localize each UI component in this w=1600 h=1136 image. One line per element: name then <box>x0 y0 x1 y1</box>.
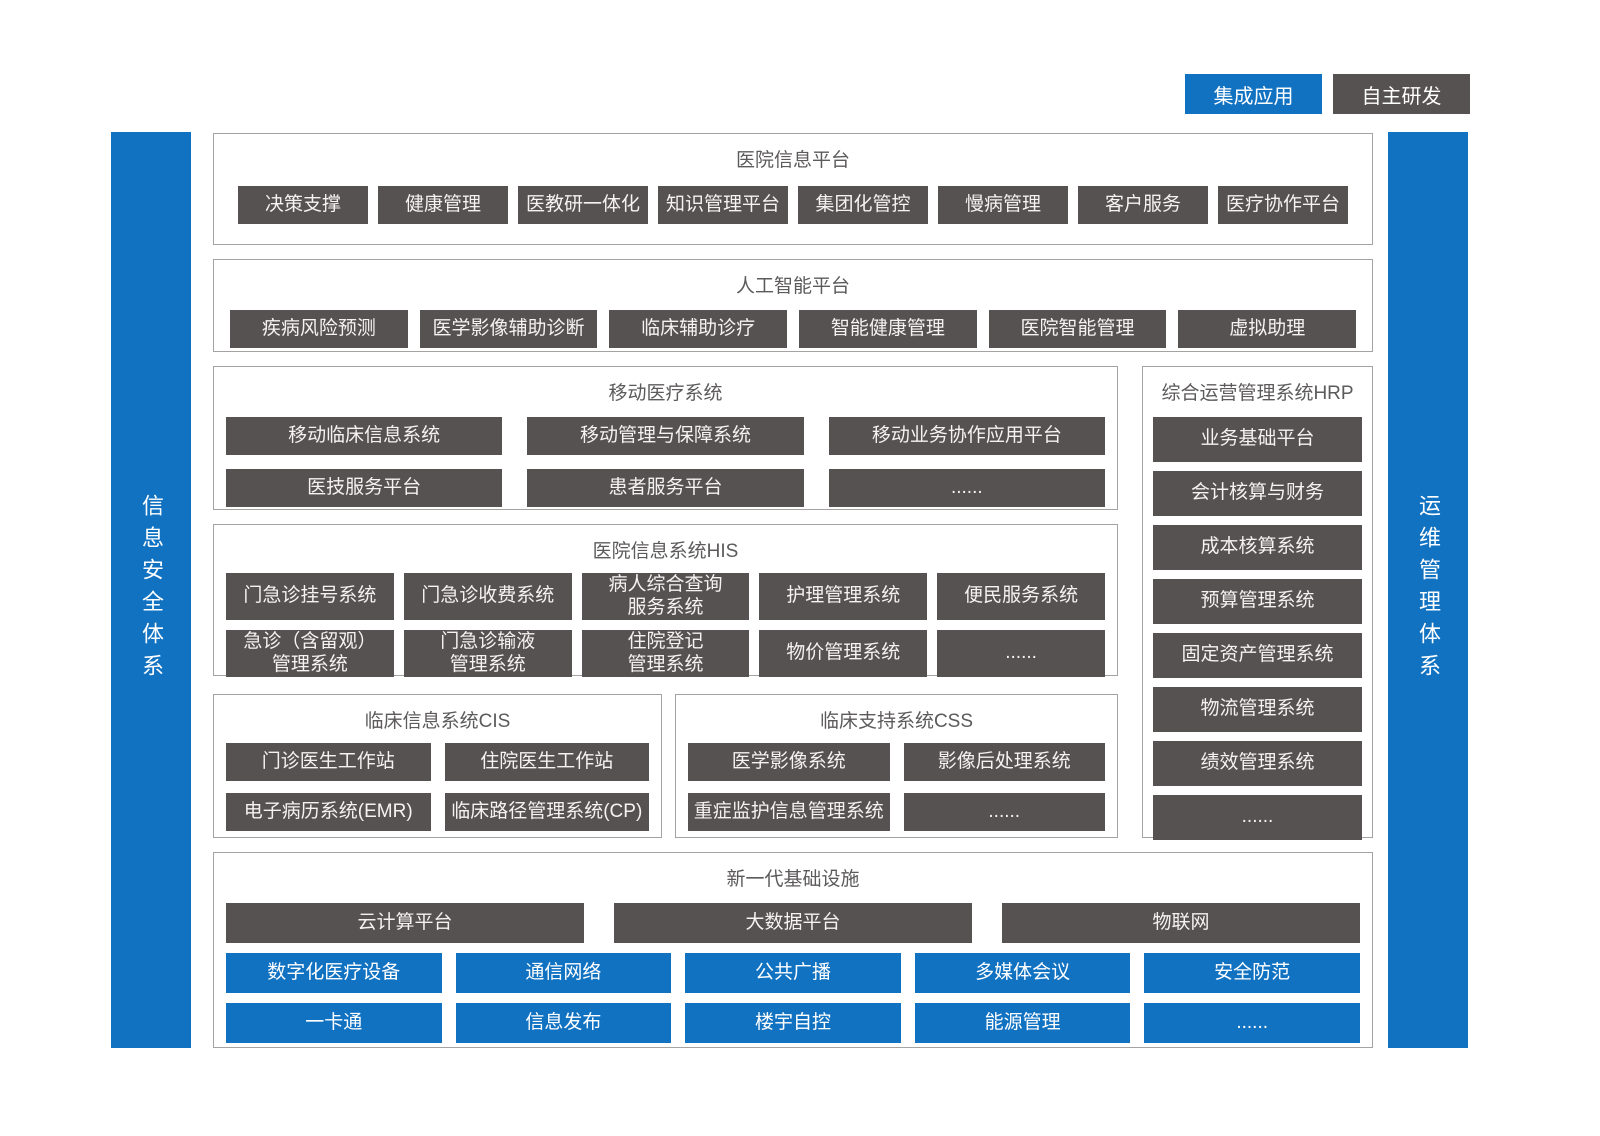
tile-big-data-platform: 大数据平台 <box>614 903 972 943</box>
section-his-title: 医院信息系统HIS <box>592 541 739 562</box>
tile-mobile-business-collaboration-platform: 移动业务协作应用平台 <box>828 417 1105 455</box>
tile-patient-service-platform: 患者服务平台 <box>527 469 804 507</box>
tile-ellipsis: ...... <box>937 630 1105 677</box>
tile-row: 云计算平台 大数据平台 物联网 <box>214 903 1372 943</box>
tile-row: 数字化医疗设备 通信网络 公共广播 多媒体会议 安全防范 <box>214 953 1372 993</box>
tile-group-control: 集团化管控 <box>798 186 928 224</box>
tile-column: 业务基础平台 会计核算与财务 成本核算系统 预算管理系统 固定资产管理系统 物流… <box>1143 417 1372 840</box>
tile-communication-network: 通信网络 <box>455 953 672 993</box>
section-cis: 临床信息系统CIS 门诊医生工作站 住院医生工作站 电子病历系统(EMR) 临床… <box>213 694 662 838</box>
tile-row: 重症监护信息管理系统 ...... <box>676 793 1117 831</box>
section-hospital-info-platform: 医院信息平台 决策支撑 健康管理 医教研一体化 知识管理平台 集团化管控 慢病管… <box>213 133 1373 245</box>
tile-outpatient-emergency-charging-system: 门急诊收费系统 <box>403 573 572 620</box>
tile-medical-imaging-assisted-diagnosis: 医学影像辅助诊断 <box>419 310 598 348</box>
tile-ellipsis: ...... <box>1144 1003 1360 1043</box>
section-mobile-medical: 移动医疗系统 移动临床信息系统 移动管理与保障系统 移动业务协作应用平台 医技服… <box>213 366 1118 510</box>
tile-budget-management-system: 预算管理系统 <box>1153 579 1362 624</box>
tile-ellipsis: ...... <box>903 793 1105 831</box>
tile-logistics-management-system: 物流管理系统 <box>1153 687 1362 732</box>
section-infrastructure-title: 新一代基础设施 <box>726 869 860 890</box>
tile-clinical-pathway-management-system: 临床路径管理系统(CP) <box>444 793 649 831</box>
tile-row: 移动临床信息系统 移动管理与保障系统 移动业务协作应用平台 <box>214 417 1117 455</box>
tile-mobile-clinical-info-system: 移动临床信息系统 <box>226 417 503 455</box>
tile-emergency-observation-management-system: 急诊（含留观） 管理系统 <box>226 630 394 677</box>
tile-nursing-management-system: 护理管理系统 <box>759 573 928 620</box>
section-css-title: 临床支持系统CSS <box>819 711 974 732</box>
tile-row: 医学影像系统 影像后处理系统 <box>676 743 1117 781</box>
tile-patient-comprehensive-query-service-system: 病人综合查询 服务系统 <box>581 573 750 620</box>
tile-row: 医技服务平台 患者服务平台 ...... <box>214 469 1117 507</box>
tile-cost-accounting-system: 成本核算系统 <box>1153 525 1362 570</box>
tile-chronic-disease-management: 慢病管理 <box>938 186 1068 224</box>
tile-inpatient-doctor-workstation: 住院医生工作站 <box>444 743 649 781</box>
tile-virtual-assistant: 虚拟助理 <box>1178 310 1357 348</box>
section-css: 临床支持系统CSS 医学影像系统 影像后处理系统 重症监护信息管理系统 ....… <box>675 694 1118 838</box>
tile-digital-medical-equipment: 数字化医疗设备 <box>226 953 442 993</box>
tile-row: 决策支撑 健康管理 医教研一体化 知识管理平台 集团化管控 慢病管理 客户服务 … <box>214 186 1372 224</box>
tile-decision-support: 决策支撑 <box>238 186 368 224</box>
section-hospital-info-platform-title: 医院信息平台 <box>735 150 850 171</box>
tile-row: 一卡通 信息发布 楼宇自控 能源管理 ...... <box>214 1003 1372 1043</box>
tile-ellipsis: ...... <box>828 469 1105 507</box>
tile-medical-tech-service-platform: 医技服务平台 <box>226 469 503 507</box>
tile-medical-imaging-system: 医学影像系统 <box>688 743 890 781</box>
section-hrp: 综合运营管理系统HRP 业务基础平台 会计核算与财务 成本核算系统 预算管理系统… <box>1142 366 1373 840</box>
tile-medical-education-research: 医教研一体化 <box>518 186 648 224</box>
tile-medical-collaboration-platform: 医疗协作平台 <box>1218 186 1348 224</box>
info-security-sidebar-label: 信息安全体系 <box>139 494 164 686</box>
ops-management-sidebar: 运维管理体系 <box>1388 132 1468 1048</box>
tile-info-publishing: 信息发布 <box>455 1003 672 1043</box>
section-infrastructure: 新一代基础设施 云计算平台 大数据平台 物联网 数字化医疗设备 通信网络 公共广… <box>213 852 1373 1048</box>
tile-convenience-service-system: 便民服务系统 <box>937 573 1105 620</box>
info-security-sidebar: 信息安全体系 <box>111 132 191 1048</box>
section-his: 医院信息系统HIS 门急诊挂号系统 门急诊收费系统 病人综合查询 服务系统 护理… <box>213 524 1118 677</box>
tile-business-base-platform: 业务基础平台 <box>1153 417 1362 462</box>
tile-security-protection: 安全防范 <box>1144 953 1360 993</box>
section-ai-platform: 人工智能平台 疾病风险预测 医学影像辅助诊断 临床辅助诊疗 智能健康管理 医院智… <box>213 259 1373 352</box>
tile-inpatient-registration-management-system: 住院登记 管理系统 <box>581 630 750 677</box>
tile-disease-risk-prediction: 疾病风险预测 <box>230 310 408 348</box>
tile-customer-service: 客户服务 <box>1078 186 1208 224</box>
tile-outpatient-emergency-registration-system: 门急诊挂号系统 <box>226 573 394 620</box>
tile-one-card: 一卡通 <box>226 1003 442 1043</box>
tile-multimedia-conference: 多媒体会议 <box>914 953 1131 993</box>
tile-row: 门急诊挂号系统 门急诊收费系统 病人综合查询 服务系统 护理管理系统 便民服务系… <box>214 573 1117 620</box>
ops-management-sidebar-label: 运维管理体系 <box>1416 494 1441 686</box>
tile-clinical-assisted-treatment: 临床辅助诊疗 <box>609 310 788 348</box>
tile-outpatient-doctor-workstation: 门诊医生工作站 <box>226 743 431 781</box>
section-ai-platform-title: 人工智能平台 <box>735 276 850 297</box>
section-mobile-medical-title: 移动医疗系统 <box>608 383 723 404</box>
tile-mobile-management-support-system: 移动管理与保障系统 <box>527 417 804 455</box>
tile-fixed-assets-management-system: 固定资产管理系统 <box>1153 633 1362 678</box>
tile-price-management-system: 物价管理系统 <box>759 630 928 677</box>
tile-icu-info-management-system: 重症监护信息管理系统 <box>688 793 890 831</box>
tile-outpatient-infusion-management-system: 门急诊输液 管理系统 <box>403 630 572 677</box>
tile-row: 急诊（含留观） 管理系统 门急诊输液 管理系统 住院登记 管理系统 物价管理系统… <box>214 630 1117 677</box>
tile-ellipsis: ...... <box>1153 795 1362 840</box>
legend-integrated-badge: 集成应用 <box>1185 74 1322 114</box>
tile-health-management: 健康管理 <box>378 186 508 224</box>
tile-energy-management: 能源管理 <box>914 1003 1131 1043</box>
section-cis-title: 临床信息系统CIS <box>364 711 511 732</box>
tile-row: 门诊医生工作站 住院医生工作站 <box>214 743 661 781</box>
tile-cloud-computing-platform: 云计算平台 <box>226 903 584 943</box>
tile-public-broadcast: 公共广播 <box>685 953 901 993</box>
tile-building-automation: 楼宇自控 <box>685 1003 901 1043</box>
tile-iot: 物联网 <box>1002 903 1360 943</box>
tile-row: 疾病风险预测 医学影像辅助诊断 临床辅助诊疗 智能健康管理 医院智能管理 虚拟助… <box>214 310 1372 348</box>
tile-emr-system: 电子病历系统(EMR) <box>226 793 431 831</box>
tile-image-post-processing-system: 影像后处理系统 <box>903 743 1105 781</box>
tile-knowledge-management-platform: 知识管理平台 <box>658 186 788 224</box>
tile-hospital-smart-management: 医院智能管理 <box>988 310 1167 348</box>
tile-performance-management-system: 绩效管理系统 <box>1153 741 1362 786</box>
legend-self-developed-badge: 自主研发 <box>1333 74 1470 114</box>
section-hrp-title: 综合运营管理系统HRP <box>1161 383 1354 404</box>
tile-row: 电子病历系统(EMR) 临床路径管理系统(CP) <box>214 793 661 831</box>
tile-accounting-finance: 会计核算与财务 <box>1153 471 1362 516</box>
tile-smart-health-management: 智能健康管理 <box>799 310 977 348</box>
